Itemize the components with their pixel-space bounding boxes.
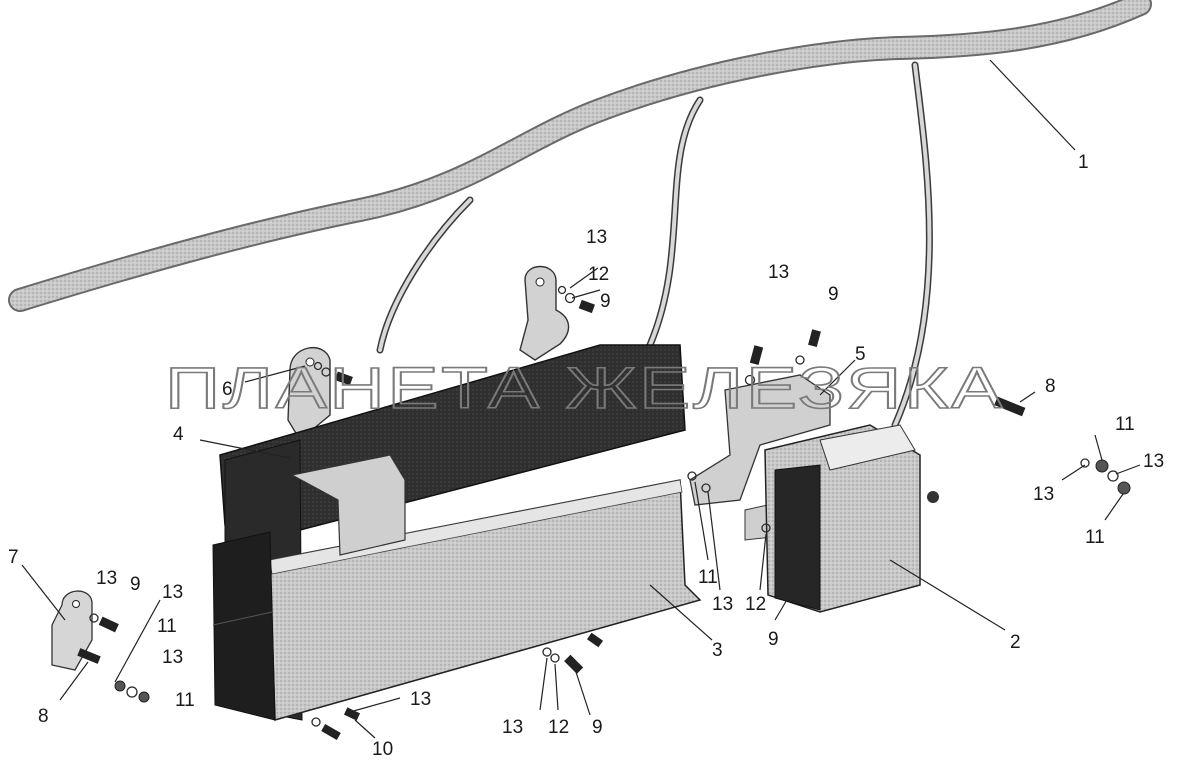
bolt-bottom-left — [311, 707, 361, 740]
callout-6: 6 — [222, 379, 233, 400]
bolt-bottom — [542, 632, 604, 674]
callout-9-bottom: 9 — [592, 717, 603, 738]
callout-7: 7 — [8, 547, 19, 568]
callout-9-bracket: 9 — [828, 284, 839, 305]
callout-11-relay: 11 — [698, 567, 718, 588]
leader-lines — [21, 59, 1141, 739]
callout-13-top: 13 — [586, 227, 607, 248]
callout-13-bottom: 13 — [502, 717, 523, 738]
callout-12-top: 12 — [588, 264, 609, 285]
callout-11-right-top: 11 — [1115, 414, 1135, 435]
branch-wires — [376, 61, 933, 429]
relay-module — [764, 424, 939, 613]
washer-set-right — [1080, 458, 1131, 495]
watermark-text: ПЛАНЕТА ЖЕЛЕЗЯКА — [165, 356, 1005, 421]
callout-labels: 1 2 3 4 5 6 7 8 8 9 9 9 9 9 10 11 11 11 … — [8, 152, 1164, 760]
callout-13-right-a: 13 — [1033, 484, 1054, 505]
callout-11-right-bottom: 11 — [1085, 527, 1105, 548]
callout-11-left-top: 11 — [157, 616, 177, 637]
callout-13-right-b: 13 — [1143, 451, 1164, 472]
callout-2: 2 — [1010, 632, 1021, 653]
callout-13-bottom-left: 13 — [410, 689, 431, 710]
harness-cable — [8, 0, 1152, 312]
callout-9-top: 9 — [600, 291, 611, 312]
callout-3: 3 — [712, 640, 723, 661]
callout-13-left-b: 13 — [162, 582, 183, 603]
control-unit — [212, 344, 702, 721]
callout-13-bracket: 13 — [768, 262, 789, 283]
callout-13-left-c: 13 — [162, 647, 183, 668]
callout-8-left: 8 — [38, 706, 49, 727]
bolt-left-bracket — [77, 613, 150, 703]
callout-12-relay: 12 — [745, 594, 766, 615]
callout-4: 4 — [173, 424, 184, 445]
callout-9-left: 9 — [130, 574, 141, 595]
callout-13-relay: 13 — [712, 594, 733, 615]
callout-13-left-a: 13 — [96, 568, 117, 589]
bolt-bracket — [744, 329, 821, 386]
bolt-left-top — [313, 361, 353, 386]
callout-8-right: 8 — [1045, 376, 1056, 397]
bolt-right — [994, 396, 1026, 417]
bolt-relay — [687, 471, 771, 533]
callout-5: 5 — [855, 344, 866, 365]
callout-11-left-bottom: 11 — [175, 690, 195, 711]
callout-10: 10 — [372, 739, 393, 760]
callout-12-bottom: 12 — [548, 717, 569, 738]
upper-bracket-center — [519, 265, 570, 361]
callout-9-relay: 9 — [768, 629, 779, 650]
callout-1: 1 — [1078, 152, 1089, 173]
fasteners — [77, 285, 1131, 740]
bolt-top — [557, 285, 595, 314]
